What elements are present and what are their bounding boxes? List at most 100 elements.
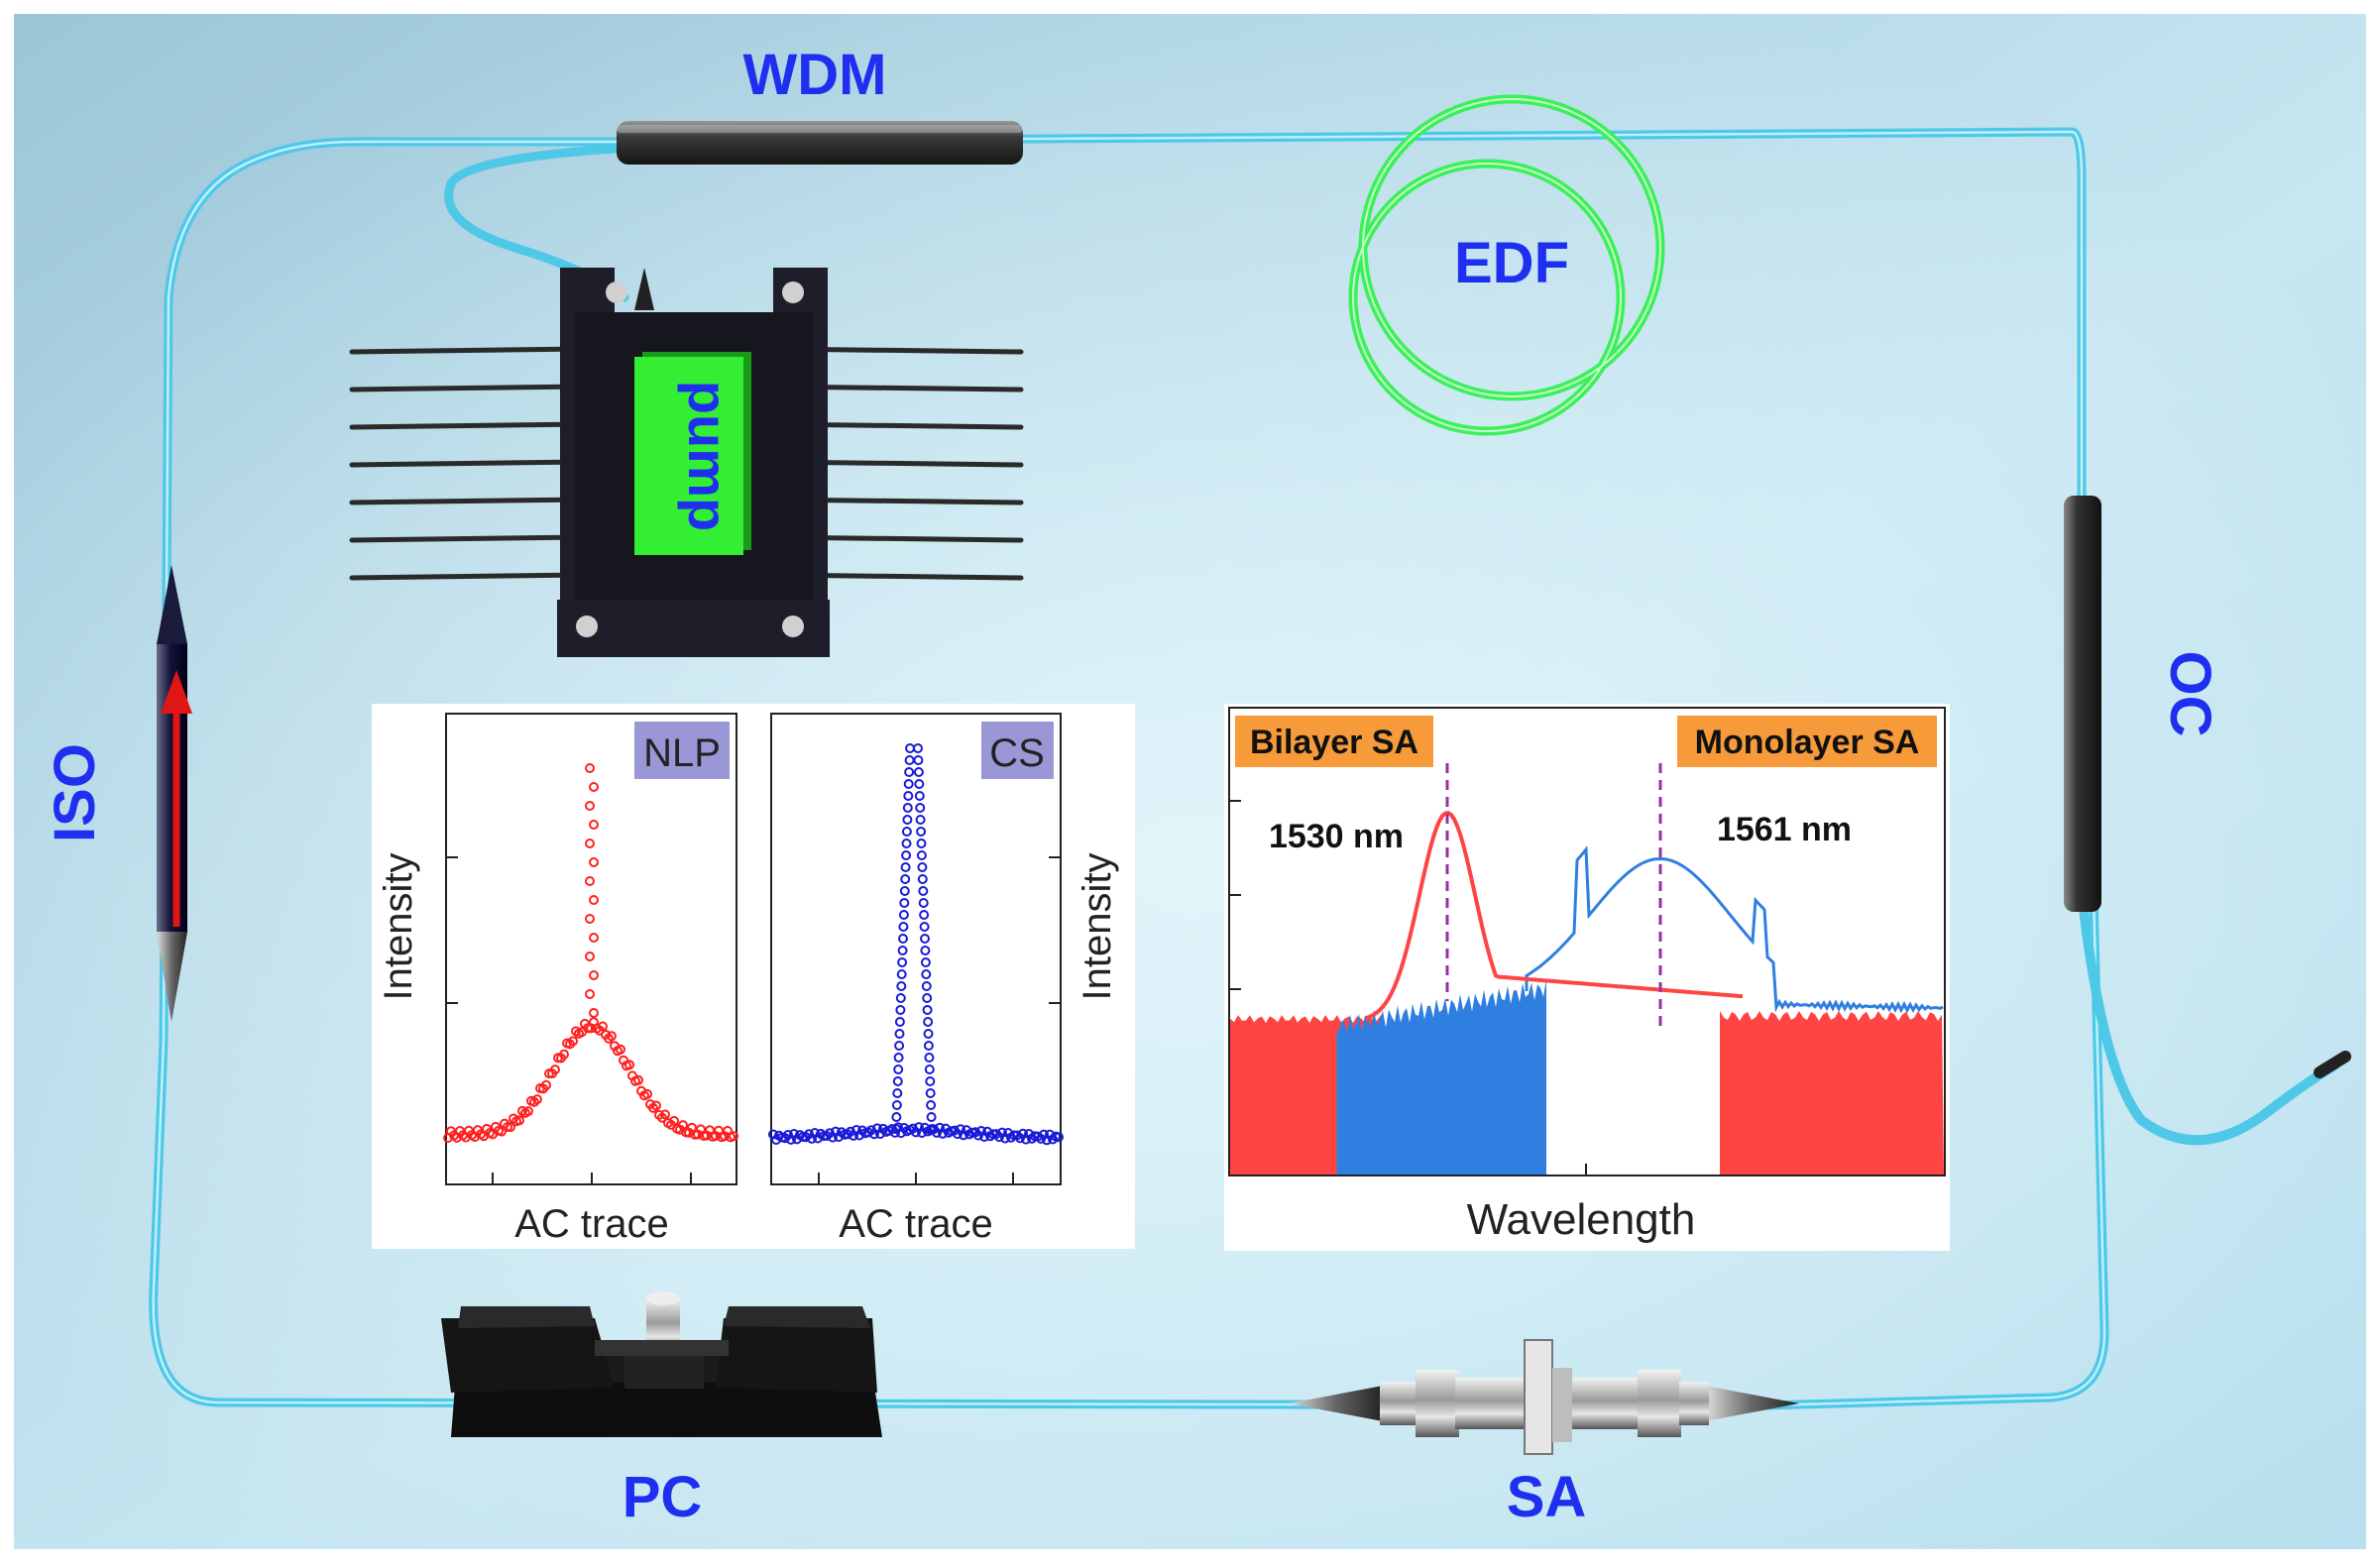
cs-peak-point bbox=[892, 1088, 903, 1098]
nlp-point bbox=[550, 1064, 560, 1075]
cs-peak-point bbox=[920, 957, 931, 967]
cs-peak-point bbox=[923, 1041, 934, 1051]
cs-peak-point bbox=[914, 779, 925, 789]
cs-peak-point bbox=[917, 862, 928, 872]
nlp-point bbox=[651, 1100, 661, 1111]
saturable-absorber bbox=[1289, 1339, 1799, 1455]
nlp-spike-point bbox=[589, 1008, 599, 1018]
cs-peak-point bbox=[895, 1005, 906, 1015]
cs-peak-point bbox=[927, 1124, 937, 1134]
spectrum-traces bbox=[1230, 811, 1944, 1175]
peak-1530-label: 1530 nm bbox=[1269, 818, 1404, 855]
ac-trace-inset: NLP AC trace Intensity CS AC trace Inten… bbox=[372, 704, 1135, 1249]
cs-peak-point bbox=[896, 981, 907, 991]
isolator-label: ISO bbox=[43, 743, 107, 842]
cs-ylabel: Intensity bbox=[1076, 853, 1119, 1001]
cs-panel: CS AC trace Intensity bbox=[768, 713, 1119, 1246]
nlp-point bbox=[559, 1049, 569, 1060]
cs-peak-point bbox=[922, 993, 933, 1003]
monolayer-tag: Monolayer SA bbox=[1695, 724, 1920, 761]
nlp-point bbox=[523, 1106, 533, 1117]
nlp-spike-point bbox=[585, 801, 595, 811]
nlp-spike-point bbox=[585, 839, 595, 848]
nlp-point bbox=[616, 1044, 625, 1055]
cs-peak-point bbox=[894, 1029, 905, 1039]
bilayer-spectrum bbox=[1366, 811, 1744, 1021]
nlp-tag: NLP bbox=[643, 731, 721, 775]
cs-peak-point bbox=[917, 874, 928, 884]
cs-peak-point bbox=[916, 839, 927, 848]
nlp-point bbox=[660, 1109, 670, 1120]
cs-trace bbox=[768, 743, 1064, 1146]
nlp-point bbox=[729, 1131, 738, 1142]
cs-peak-point bbox=[925, 1088, 936, 1098]
cs-peak-point bbox=[918, 886, 929, 896]
peak-1561-label: 1561 nm bbox=[1717, 811, 1852, 848]
nlp-spike-point bbox=[585, 876, 595, 886]
nlp-point bbox=[598, 1021, 608, 1032]
wdm-label: WDM bbox=[743, 43, 887, 107]
cs-peak-point bbox=[900, 862, 911, 872]
nlp-spike-point bbox=[585, 763, 595, 773]
nlp-spike-point bbox=[589, 895, 599, 905]
nlp-point bbox=[624, 1060, 634, 1070]
cs-peak-point bbox=[924, 1064, 935, 1074]
nlp-spike-point bbox=[589, 970, 599, 980]
cs-peak-point bbox=[921, 981, 932, 991]
cs-peak-point bbox=[901, 839, 912, 848]
pc-label: PC bbox=[623, 1465, 703, 1529]
cs-peak-point bbox=[893, 1053, 904, 1063]
cs-tag: CS bbox=[989, 731, 1045, 775]
cs-peak-point bbox=[899, 898, 910, 908]
cs-peak-point bbox=[920, 946, 931, 955]
cs-point bbox=[1054, 1132, 1064, 1143]
nlp-spike-point bbox=[585, 989, 595, 999]
nlp-xlabel: AC trace bbox=[514, 1202, 669, 1246]
wdm-coupler bbox=[617, 121, 1023, 165]
cs-peak-point bbox=[903, 791, 914, 801]
cs-peak-point bbox=[923, 1017, 934, 1027]
cs-peak-point bbox=[926, 1112, 937, 1122]
cs-peak-point bbox=[925, 1076, 936, 1086]
cs-peak-point bbox=[916, 850, 927, 860]
nlp-point bbox=[506, 1122, 515, 1133]
cs-peak-point bbox=[913, 743, 923, 753]
cs-peak-point bbox=[898, 922, 909, 932]
nlp-panel: NLP AC trace Intensity bbox=[377, 713, 738, 1246]
cs-peak-point bbox=[896, 969, 907, 979]
edf-coil bbox=[1348, 94, 1665, 436]
cs-peak-point bbox=[922, 1005, 933, 1015]
cs-peak-point bbox=[902, 803, 913, 813]
cs-peak-point bbox=[897, 946, 908, 955]
cs-peak-point bbox=[900, 874, 911, 884]
nlp-trace bbox=[443, 763, 738, 1144]
cs-peak-point bbox=[901, 850, 912, 860]
oc-coupler bbox=[2064, 496, 2101, 912]
nlp-spike-point bbox=[585, 952, 595, 961]
cs-peak-point bbox=[893, 1064, 904, 1074]
cs-peak-point bbox=[898, 934, 908, 944]
nlp-point bbox=[514, 1115, 524, 1126]
cs-peak-point bbox=[894, 1041, 905, 1051]
monolayer-spectrum bbox=[1525, 845, 1944, 1014]
cs-peak-point bbox=[916, 827, 927, 837]
blue-noise-floor bbox=[1338, 978, 1546, 1175]
cs-peak-point bbox=[919, 922, 930, 932]
cs-peak-point bbox=[921, 969, 932, 979]
nlp-point bbox=[532, 1094, 542, 1105]
nlp-point bbox=[541, 1079, 551, 1090]
cs-peak-point bbox=[898, 910, 909, 920]
spectrum-gap bbox=[1546, 1031, 1720, 1175]
cs-peak-point bbox=[899, 886, 910, 896]
cs-peak-point bbox=[920, 934, 930, 944]
cs-peak-point bbox=[915, 815, 926, 825]
cs-peak-point bbox=[902, 815, 913, 825]
cs-peak-point bbox=[926, 1100, 937, 1110]
cs-peak-point bbox=[894, 1017, 905, 1027]
cs-peak-point bbox=[903, 779, 914, 789]
cs-peak-point bbox=[918, 898, 929, 908]
isolator bbox=[157, 565, 192, 1021]
nlp-point bbox=[607, 1031, 617, 1042]
cs-peak-point bbox=[914, 791, 925, 801]
